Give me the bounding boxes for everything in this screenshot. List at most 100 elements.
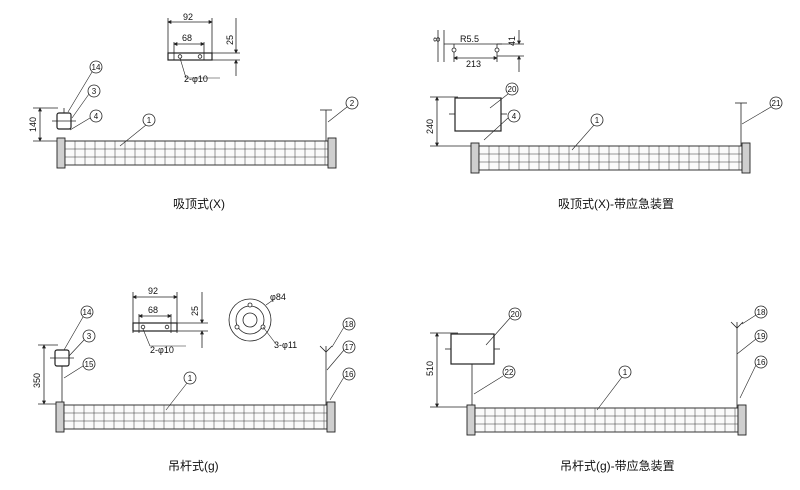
dim-25: 25 xyxy=(225,35,235,45)
lamp-assembly: 140 xyxy=(28,107,337,169)
svg-text:3: 3 xyxy=(87,332,92,341)
dim-213: 213 xyxy=(466,59,481,69)
svg-text:14: 14 xyxy=(83,308,92,317)
balloon-16 xyxy=(342,367,356,381)
balloon-3 xyxy=(87,84,101,98)
left-end-cap xyxy=(466,404,476,436)
left-end-cap xyxy=(55,401,65,433)
balloon-19 xyxy=(754,329,768,343)
lamp-assembly: 350 xyxy=(32,344,336,433)
balloon-16 xyxy=(754,355,768,369)
dim-41: 41 xyxy=(507,36,517,46)
svg-text:1: 1 xyxy=(188,374,193,383)
emergency-box xyxy=(454,97,502,132)
lamp-tube xyxy=(63,404,328,430)
caption-pendant-mount: 吊杆式(g) xyxy=(168,459,219,473)
dim-140: 140 xyxy=(28,117,38,132)
lamp-tube xyxy=(64,140,329,166)
left-end-cap xyxy=(56,137,66,169)
dim-68: 68 xyxy=(148,305,158,315)
callouts: 20 4 1 21 xyxy=(483,82,783,151)
svg-text:17: 17 xyxy=(345,343,354,352)
dim-phi-84: φ84 xyxy=(270,292,286,302)
lamp-assembly-emergency: 240 xyxy=(425,96,751,174)
balloon-1 xyxy=(590,113,604,127)
dim-8: 8 xyxy=(432,37,442,42)
balloon-4 xyxy=(89,109,103,123)
svg-text:3: 3 xyxy=(92,87,97,96)
balloon-4 xyxy=(507,109,521,123)
right-end-cap xyxy=(737,404,747,436)
svg-text:16: 16 xyxy=(757,358,766,367)
dim-92: 92 xyxy=(183,12,193,22)
svg-text:16: 16 xyxy=(345,370,354,379)
guard-grille xyxy=(74,141,326,165)
dim-2-holes-10: 2-φ10 xyxy=(184,74,208,84)
balloon-1 xyxy=(618,365,632,379)
mount-plate-detail: 92 68 25 2-φ10 xyxy=(132,286,208,355)
caption-pendant-mount-emergency: 吊杆式(g)-带应急装置 xyxy=(560,458,675,473)
dim-25: 25 xyxy=(190,306,200,316)
dim-92: 92 xyxy=(148,286,158,296)
balloon-1 xyxy=(142,113,156,127)
balloon-14 xyxy=(89,60,103,74)
svg-text:14: 14 xyxy=(92,63,101,72)
guard-grille xyxy=(484,408,736,432)
caption-ceiling-mount-emergency: 吸顶式(X)-带应急装置 xyxy=(558,196,674,211)
mount-plate-detail: 92 68 25 2-φ10 xyxy=(167,12,240,84)
right-end-cap xyxy=(327,137,337,169)
svg-text:20: 20 xyxy=(508,85,517,94)
balloon-3 xyxy=(82,329,96,343)
svg-text:19: 19 xyxy=(757,332,766,341)
svg-text:22: 22 xyxy=(505,368,514,377)
lamp-assembly-emergency: 510 xyxy=(425,321,747,436)
svg-text:1: 1 xyxy=(147,116,152,125)
svg-text:1: 1 xyxy=(595,116,600,125)
emergency-box xyxy=(450,333,495,365)
balloon-17 xyxy=(342,340,356,354)
left-end-cap xyxy=(470,142,480,174)
callouts: 14 3 15 1 18 17 16 xyxy=(63,305,356,411)
svg-text:4: 4 xyxy=(512,112,517,121)
view-ceiling-mount: 92 68 25 2-φ10 140 xyxy=(28,12,359,211)
callouts: 14 3 4 1 2 xyxy=(67,60,359,147)
balloon-21 xyxy=(769,96,783,110)
balloon-18 xyxy=(342,317,356,331)
lamp-tube xyxy=(474,407,739,433)
balloon-20 xyxy=(508,307,522,321)
balloon-14 xyxy=(80,305,94,319)
view-ceiling-mount-emergency: 8 R5.5 213 41 240 xyxy=(425,30,783,211)
svg-text:18: 18 xyxy=(345,320,354,329)
dim-2-holes-10: 2-φ10 xyxy=(150,345,174,355)
svg-text:1: 1 xyxy=(623,368,628,377)
dim-240: 240 xyxy=(425,119,435,134)
dim-350: 350 xyxy=(32,373,42,388)
callouts: 20 22 1 18 19 16 xyxy=(473,305,768,411)
svg-text:15: 15 xyxy=(85,360,94,369)
emergency-bracket-detail: 8 R5.5 213 41 xyxy=(432,30,524,72)
svg-text:21: 21 xyxy=(772,99,781,108)
dim-3-holes-11: 3-φ11 xyxy=(274,340,297,350)
dim-r5-5: R5.5 xyxy=(460,34,479,44)
dim-68: 68 xyxy=(182,33,192,43)
svg-text:2: 2 xyxy=(350,99,355,108)
balloon-1 xyxy=(183,371,197,385)
view-pendant-mount-emergency: 510 20 22 1 18 xyxy=(425,305,768,473)
balloon-2 xyxy=(345,96,359,110)
lamp-tube xyxy=(478,145,743,171)
right-end-cap xyxy=(741,142,751,174)
svg-text:4: 4 xyxy=(94,112,99,121)
caption-ceiling-mount: 吸顶式(X) xyxy=(173,197,225,211)
balloon-15 xyxy=(82,357,96,371)
balloon-22 xyxy=(502,365,516,379)
canopy-detail: φ84 3-φ11 xyxy=(228,292,297,350)
svg-text:20: 20 xyxy=(511,310,520,319)
balloon-20 xyxy=(505,82,519,96)
dim-510: 510 xyxy=(425,361,435,376)
view-pendant-mount: 92 68 25 2-φ10 φ84 xyxy=(32,286,356,473)
svg-text:18: 18 xyxy=(757,308,766,317)
guard-grille xyxy=(488,146,740,170)
right-end-cap xyxy=(326,401,336,433)
guard-grille xyxy=(73,405,325,429)
